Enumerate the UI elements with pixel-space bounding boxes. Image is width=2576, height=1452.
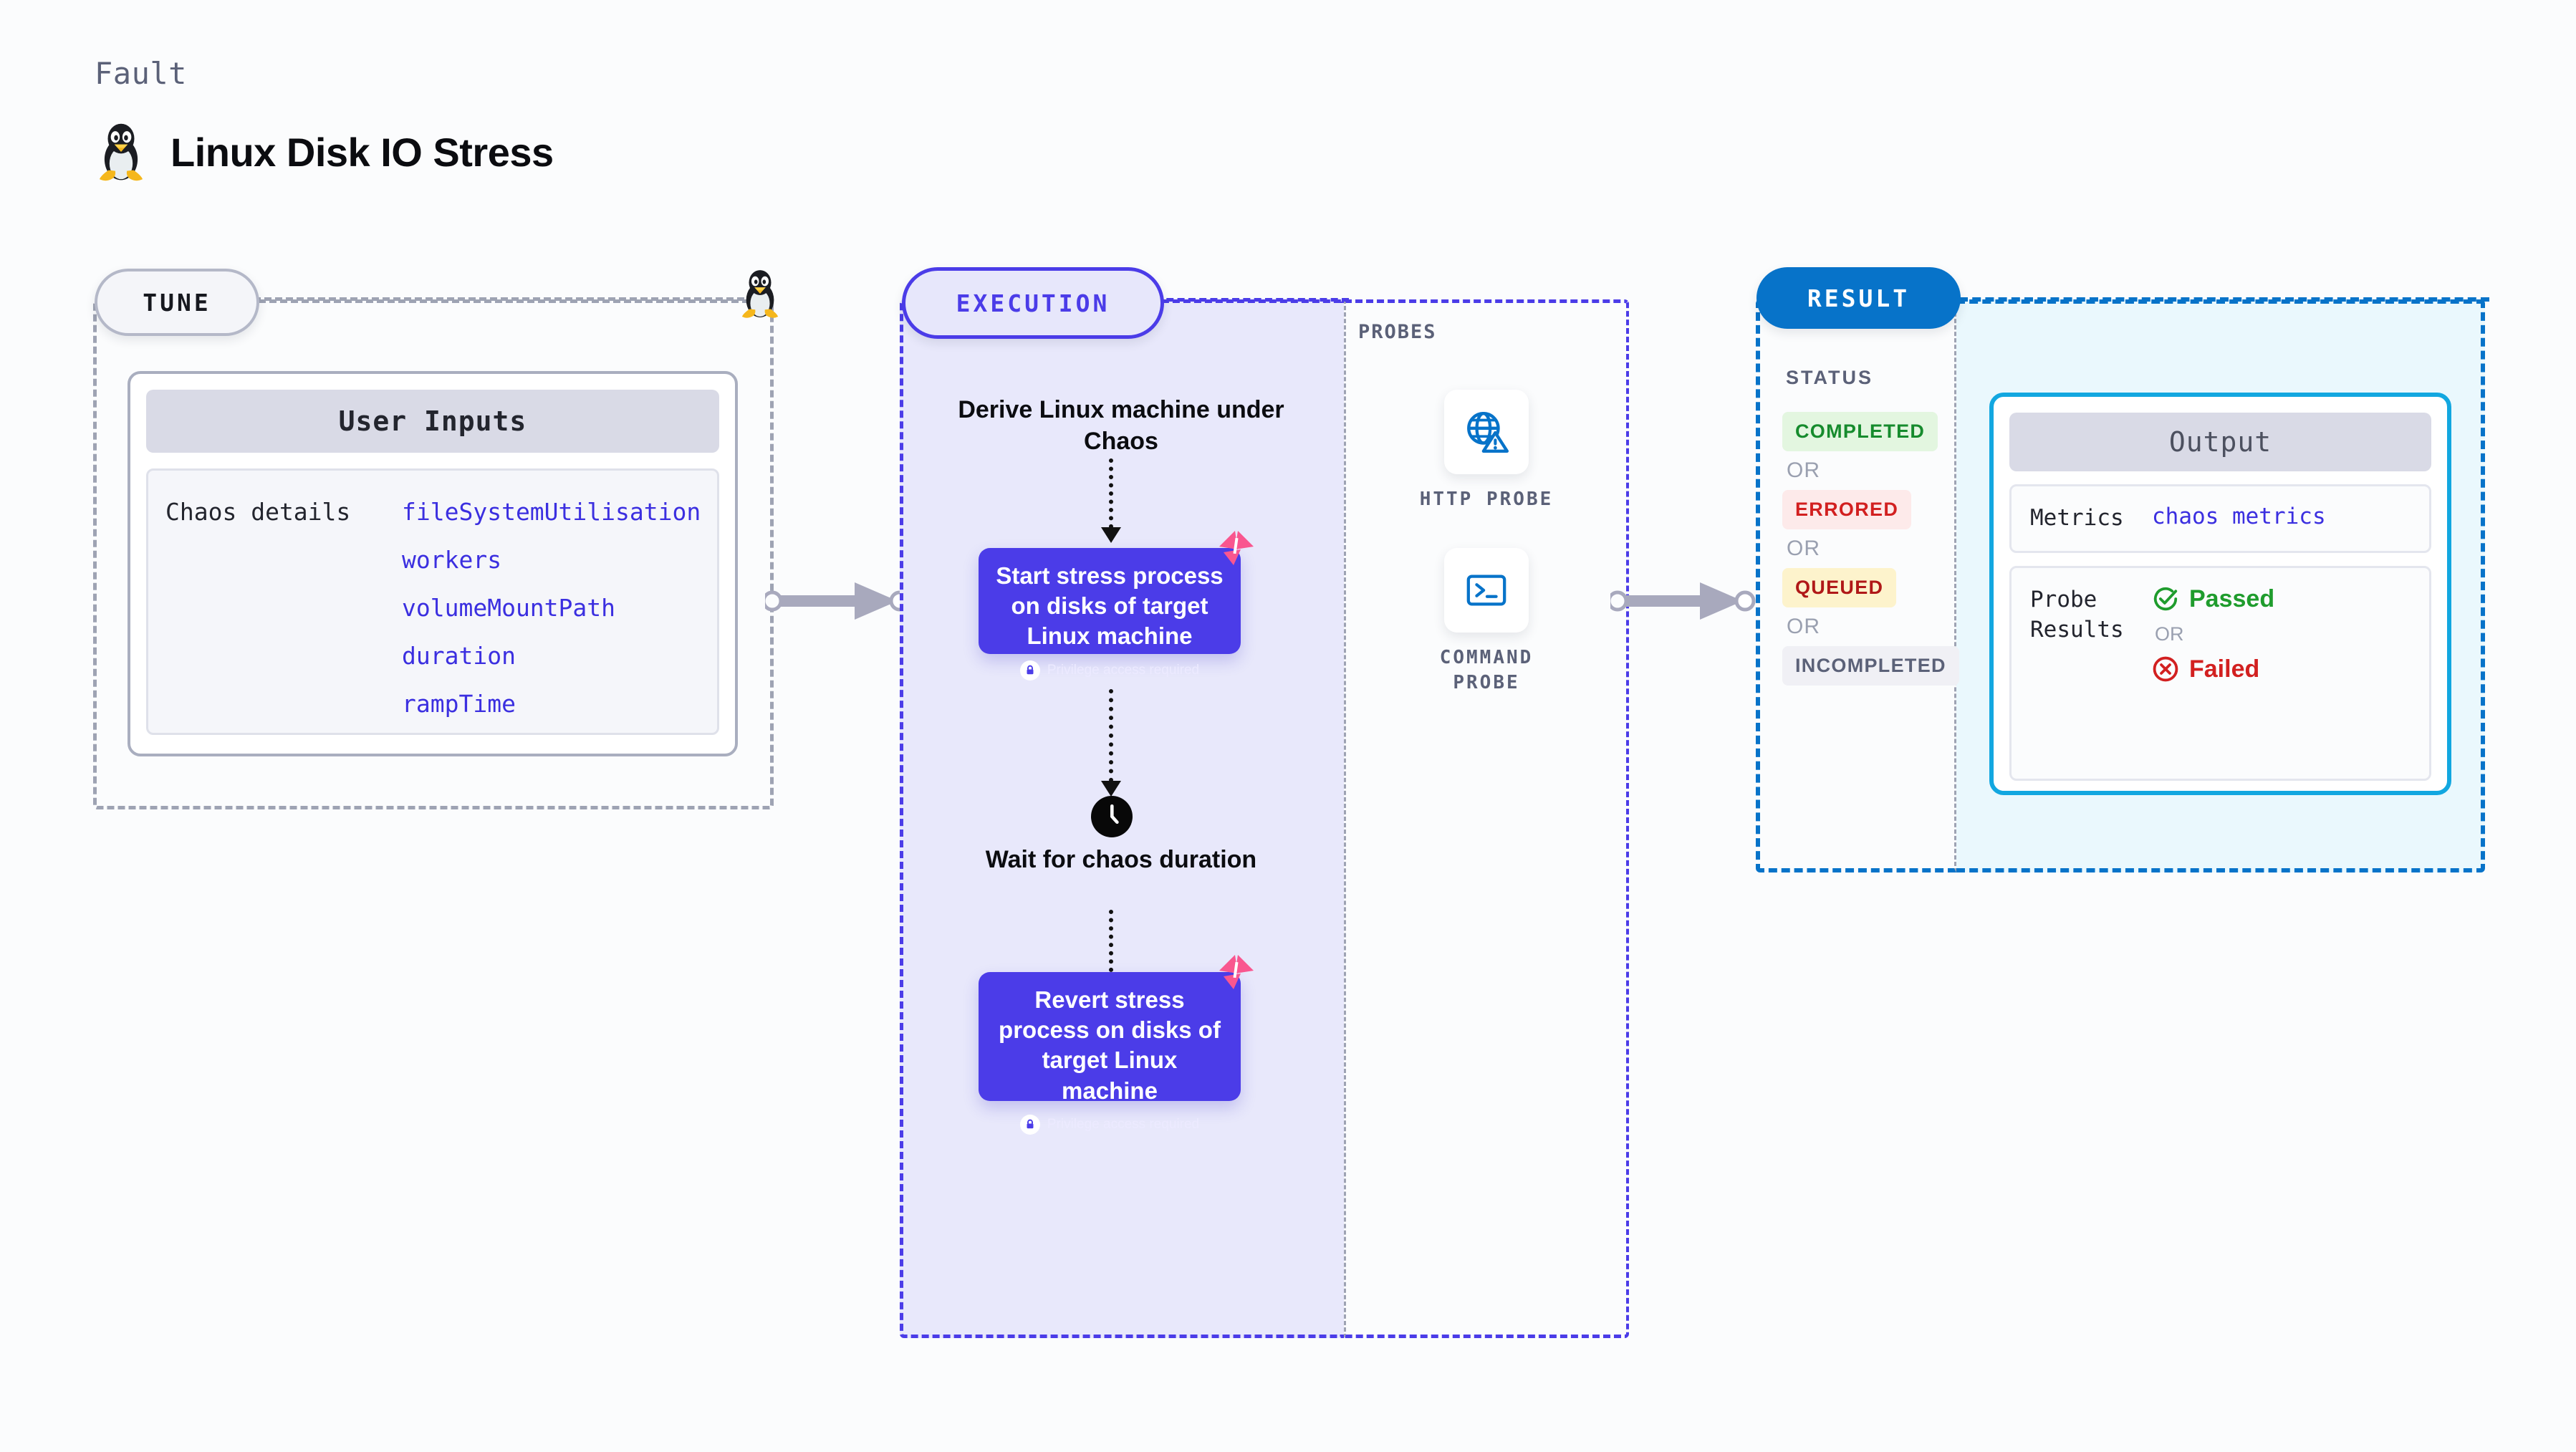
probe-results-values: Passed OR Failed bbox=[2152, 585, 2274, 683]
revert-stress-step-title: Revert stress process on disks of target… bbox=[999, 986, 1221, 1104]
user-inputs-card: User Inputs Chaos details fileSystemUtil… bbox=[128, 371, 738, 756]
revert-stress-step[interactable]: Revert stress process on disks of target… bbox=[979, 955, 1254, 1135]
result-dashed-connector bbox=[1959, 297, 2489, 302]
probe-caption: COMMAND PROBE bbox=[1439, 647, 1534, 694]
probe-result-failed-label: Failed bbox=[2189, 655, 2260, 683]
privilege-note: Privilege access required bbox=[994, 1114, 1225, 1135]
status-badge-completed: COMPLETED bbox=[1782, 412, 1938, 451]
result-badge[interactable]: RESULT bbox=[1756, 267, 1961, 329]
chaos-details-label: Chaos details bbox=[165, 498, 351, 526]
chaos-param[interactable]: duration bbox=[402, 642, 516, 670]
page-title-row: Linux Disk IO Stress bbox=[95, 120, 554, 183]
flow-connector-arrow bbox=[1101, 458, 1121, 543]
terminal-prompt-icon bbox=[1466, 574, 1506, 606]
tune-badge[interactable]: TUNE bbox=[95, 269, 259, 336]
lock-icon bbox=[1019, 660, 1040, 681]
start-stress-step[interactable]: Start stress process on disks of target … bbox=[979, 531, 1254, 681]
privilege-note-text: Privilege access required bbox=[1047, 1116, 1200, 1132]
chaos-param[interactable]: fileSystemUtilisation bbox=[402, 498, 701, 526]
page-title: Linux Disk IO Stress bbox=[170, 129, 554, 175]
lock-icon bbox=[1019, 1114, 1040, 1135]
status-or-label: OR bbox=[1787, 458, 1820, 482]
metrics-key: Metrics bbox=[2030, 505, 2124, 531]
probe-results-row: Probe Results Passed OR Failed bbox=[2009, 565, 2431, 781]
start-stress-step-title: Start stress process on disks of target … bbox=[996, 562, 1224, 650]
status-badge-errored: ERRORED bbox=[1782, 490, 1912, 529]
probe-item-http[interactable]: HTTP PROBE bbox=[1400, 390, 1572, 512]
privilege-note-text: Privilege access required bbox=[1047, 662, 1200, 678]
x-circle-icon bbox=[2153, 657, 2178, 682]
probe-result-passed: Passed bbox=[2152, 585, 2274, 613]
probe-caption: HTTP PROBE bbox=[1419, 489, 1554, 510]
chaos-param[interactable]: volumeMountPath bbox=[402, 594, 616, 622]
status-badge-incompleted: INCOMPLETED bbox=[1782, 646, 1959, 686]
clock-icon bbox=[1091, 796, 1133, 837]
derive-step-label: Derive Linux machine under Chaos bbox=[958, 396, 1284, 456]
chaos-param[interactable]: workers bbox=[402, 546, 502, 574]
execution-badge[interactable]: EXECUTION bbox=[902, 267, 1164, 339]
probe-tile[interactable] bbox=[1444, 390, 1529, 474]
chaos-details-values: fileSystemUtilisation workers volumeMoun… bbox=[402, 498, 701, 733]
status-or-label: OR bbox=[1787, 537, 1820, 560]
output-header: Output bbox=[2009, 413, 2431, 471]
output-card: Output Metrics chaos metrics Probe Resul… bbox=[1989, 393, 2451, 795]
linux-tux-icon bbox=[95, 120, 148, 183]
probe-result-or-label: OR bbox=[2155, 622, 2184, 645]
chaos-param[interactable]: rampTime bbox=[402, 690, 516, 718]
privilege-note: Privilege access required bbox=[994, 660, 1225, 681]
metrics-value[interactable]: chaos metrics bbox=[2152, 504, 2326, 529]
litmus-logo-icon bbox=[1219, 955, 1254, 989]
wait-step-label: Wait for chaos duration bbox=[985, 846, 1257, 873]
metrics-row: Metrics chaos metrics bbox=[2009, 484, 2431, 553]
status-badge-queued: QUEUED bbox=[1782, 568, 1897, 607]
user-inputs-body: Chaos details fileSystemUtilisation work… bbox=[146, 468, 719, 735]
check-circle-icon bbox=[2153, 587, 2178, 611]
probe-results-key: Probe Results bbox=[2030, 586, 2124, 643]
globe-warning-icon bbox=[1467, 412, 1509, 453]
execution-dashed-connector bbox=[1155, 298, 1349, 302]
probe-tile[interactable] bbox=[1444, 548, 1529, 633]
linux-tux-icon bbox=[738, 266, 782, 321]
probe-item-command[interactable]: COMMAND PROBE bbox=[1400, 548, 1572, 696]
probe-result-passed-label: Passed bbox=[2189, 585, 2275, 612]
status-list: COMPLETED OR ERRORED OR QUEUED OR INCOMP… bbox=[1782, 412, 1959, 686]
user-inputs-header: User Inputs bbox=[146, 390, 719, 453]
status-or-label: OR bbox=[1787, 615, 1820, 638]
probe-result-failed: Failed bbox=[2152, 655, 2274, 683]
fault-kicker-label: Fault bbox=[95, 56, 187, 91]
arrow-right-icon bbox=[765, 582, 910, 620]
flow-connector-arrow bbox=[1101, 689, 1121, 797]
tune-dashed-connector bbox=[254, 297, 755, 301]
litmus-logo-icon bbox=[1219, 531, 1254, 565]
status-label: STATUS bbox=[1786, 367, 1873, 388]
arrow-right-icon bbox=[1610, 582, 1756, 620]
probes-label: PROBES bbox=[1358, 321, 1437, 343]
